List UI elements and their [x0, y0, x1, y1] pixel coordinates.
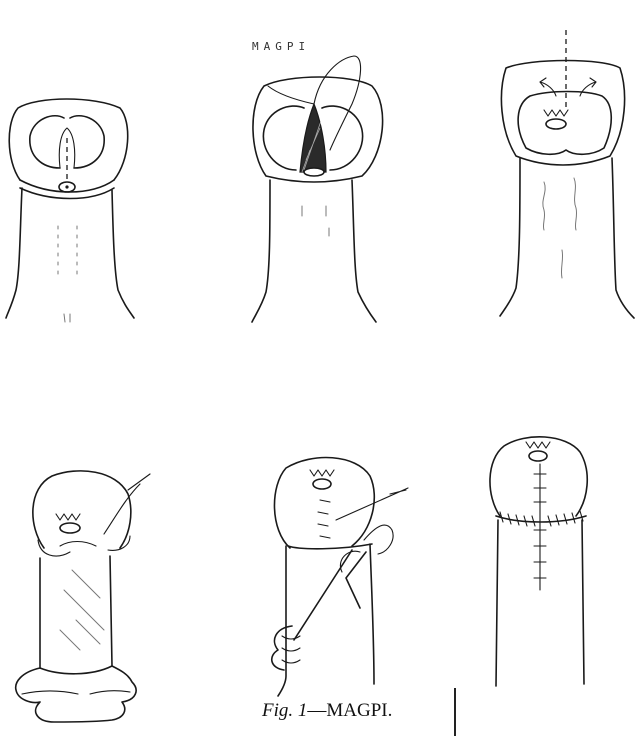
panel-3-drawing	[500, 30, 634, 318]
magpi-label: MAGPI	[252, 40, 310, 53]
panel-1-drawing	[6, 99, 134, 322]
figure-dash: —	[307, 700, 326, 721]
panel-5-drawing	[272, 458, 408, 696]
panel-4-drawing	[16, 471, 150, 722]
caption-divider	[454, 688, 456, 736]
panel-2-drawing	[252, 56, 383, 322]
figure-title: MAGPI.	[326, 700, 392, 721]
figure-caption: Fig. 1—MAGPI.	[262, 700, 392, 722]
figure-prefix: Fig.	[262, 700, 293, 721]
panel-6-drawing	[490, 437, 587, 686]
figure-number: 1	[298, 700, 308, 721]
